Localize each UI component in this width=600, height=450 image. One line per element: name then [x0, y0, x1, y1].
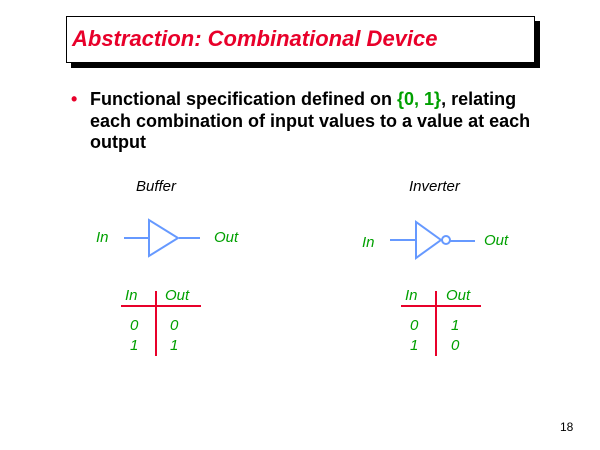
- value-set: {0, 1}: [397, 89, 442, 109]
- inverter-table-cell: 1: [410, 337, 419, 354]
- slide-title: Abstraction: Combinational Device: [72, 26, 438, 51]
- inverter-table-header-out: Out: [446, 287, 471, 304]
- buffer-caption: Buffer: [136, 178, 177, 195]
- buffer-table-cell: 0: [130, 317, 139, 334]
- inverter-table-cell: 0: [410, 317, 419, 334]
- buffer-table-cell: 1: [170, 337, 179, 354]
- bullet-text-part: Functional specification defined on: [90, 89, 398, 109]
- inverter-table-cell: 0: [451, 337, 460, 354]
- bullet-text: Functional specification defined on {0, …: [90, 89, 540, 154]
- inverter-out-label: Out: [484, 232, 509, 249]
- bullet-text-part: , relating each combination of input val…: [90, 89, 531, 152]
- buffer-in-label: In: [96, 229, 109, 246]
- buffer-table-rules: [121, 291, 201, 356]
- buffer-gate: [124, 218, 200, 258]
- buffer-table-header-out: Out: [165, 287, 190, 304]
- buffer-table-cell: 1: [130, 337, 139, 354]
- inversion-bubble: [441, 235, 451, 245]
- inverter-table-rules: [401, 291, 481, 356]
- buffer-table-cell: 0: [170, 317, 179, 334]
- inverter-table-cell: 1: [451, 317, 460, 334]
- title-box: Abstraction: Combinational Device: [66, 16, 535, 63]
- buffer-table-header-in: In: [125, 287, 138, 304]
- inverter-in-label: In: [362, 234, 375, 251]
- page-number: 18: [560, 420, 574, 434]
- buffer-out-label: Out: [214, 229, 239, 246]
- inverter-caption: Inverter: [409, 178, 460, 195]
- inverter-gate: [390, 220, 475, 260]
- inverter-table-header-in: In: [405, 287, 418, 304]
- bullet-icon: •: [71, 89, 78, 109]
